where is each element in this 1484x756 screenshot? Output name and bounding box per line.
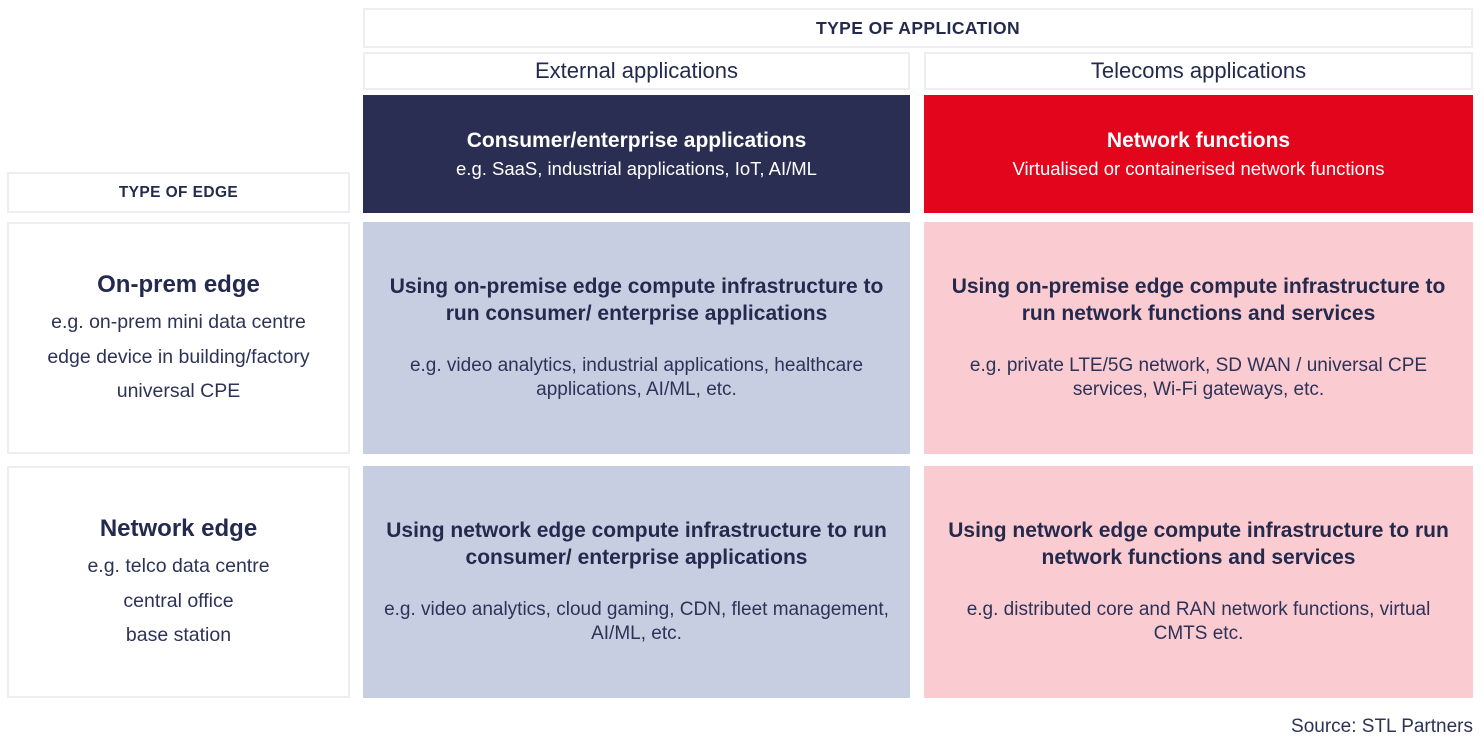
column-group-external-applications: External applications bbox=[363, 52, 910, 90]
matrix-cell-on-prem-edge-network-functions-example: e.g. private LTE/5G network, SD WAN / un… bbox=[969, 354, 1428, 401]
column-header-consumer-enterprise-applications: Consumer/enterprise applications e.g. Sa… bbox=[363, 95, 910, 213]
matrix-cell-network-edge-network-functions: Using network edge compute infrastructur… bbox=[924, 466, 1473, 698]
matrix-cell-network-edge-consumer-enterprise-title: Using network edge compute infrastructur… bbox=[386, 519, 887, 570]
type-of-edge-label: TYPE OF EDGE bbox=[118, 183, 239, 201]
matrix-cell-network-edge-consumer-enterprise: Using network edge compute infrastructur… bbox=[363, 466, 910, 698]
matrix-cell-on-prem-edge-consumer-enterprise: Using on-premise edge compute infrastruc… bbox=[363, 222, 910, 454]
column-group-telecoms-applications-label: Telecoms applications bbox=[1090, 58, 1307, 83]
column-header-consumer-enterprise-subtitle: e.g. SaaS, industrial applications, IoT,… bbox=[456, 157, 817, 179]
row-header-on-prem-edge: On-prem edge e.g. on-prem mini data cent… bbox=[7, 222, 350, 454]
type-of-edge-banner: TYPE OF EDGE bbox=[7, 172, 350, 213]
column-header-network-functions-subtitle: Virtualised or containerised network fun… bbox=[1012, 157, 1385, 179]
row-header-network-edge: Network edge e.g. telco data centre cent… bbox=[7, 466, 350, 698]
source-note: Source: STL Partners bbox=[1291, 716, 1473, 737]
type-of-application-banner: TYPE OF APPLICATION bbox=[363, 8, 1473, 48]
row-header-on-prem-edge-detail-2: edge device in building/factory bbox=[47, 345, 310, 368]
matrix-cell-network-edge-network-functions-title: Using network edge compute infrastructur… bbox=[948, 519, 1449, 570]
row-header-network-edge-detail-1: e.g. telco data centre bbox=[87, 554, 270, 577]
column-header-network-functions: Network functions Virtualised or contain… bbox=[924, 95, 1473, 213]
column-header-consumer-enterprise-title: Consumer/enterprise applications bbox=[466, 129, 807, 153]
type-of-application-label: TYPE OF APPLICATION bbox=[816, 17, 1020, 38]
column-header-network-functions-title: Network functions bbox=[1106, 129, 1291, 153]
matrix-cell-network-edge-consumer-enterprise-example: e.g. video analytics, cloud gaming, CDN,… bbox=[384, 598, 889, 645]
row-header-network-edge-title: Network edge bbox=[99, 514, 258, 542]
matrix-cell-on-prem-edge-consumer-enterprise-title: Using on-premise edge compute infrastruc… bbox=[389, 275, 884, 326]
matrix-cell-on-prem-edge-network-functions: Using on-premise edge compute infrastruc… bbox=[924, 222, 1473, 454]
row-header-on-prem-edge-title: On-prem edge bbox=[97, 270, 260, 298]
row-header-on-prem-edge-detail-3: universal CPE bbox=[116, 380, 241, 403]
row-header-network-edge-detail-2: central office bbox=[123, 589, 234, 612]
column-group-telecoms-applications: Telecoms applications bbox=[924, 52, 1473, 90]
row-header-network-edge-detail-3: base station bbox=[125, 624, 232, 647]
matrix-cell-on-prem-edge-consumer-enterprise-example: e.g. video analytics, industrial applica… bbox=[409, 354, 864, 401]
row-header-on-prem-edge-detail-1: e.g. on-prem mini data centre bbox=[51, 310, 306, 333]
column-group-external-applications-label: External applications bbox=[534, 58, 738, 83]
matrix-cell-on-prem-edge-network-functions-title: Using on-premise edge compute infrastruc… bbox=[951, 275, 1446, 326]
matrix-cell-network-edge-network-functions-example: e.g. distributed core and RAN network fu… bbox=[966, 598, 1431, 645]
